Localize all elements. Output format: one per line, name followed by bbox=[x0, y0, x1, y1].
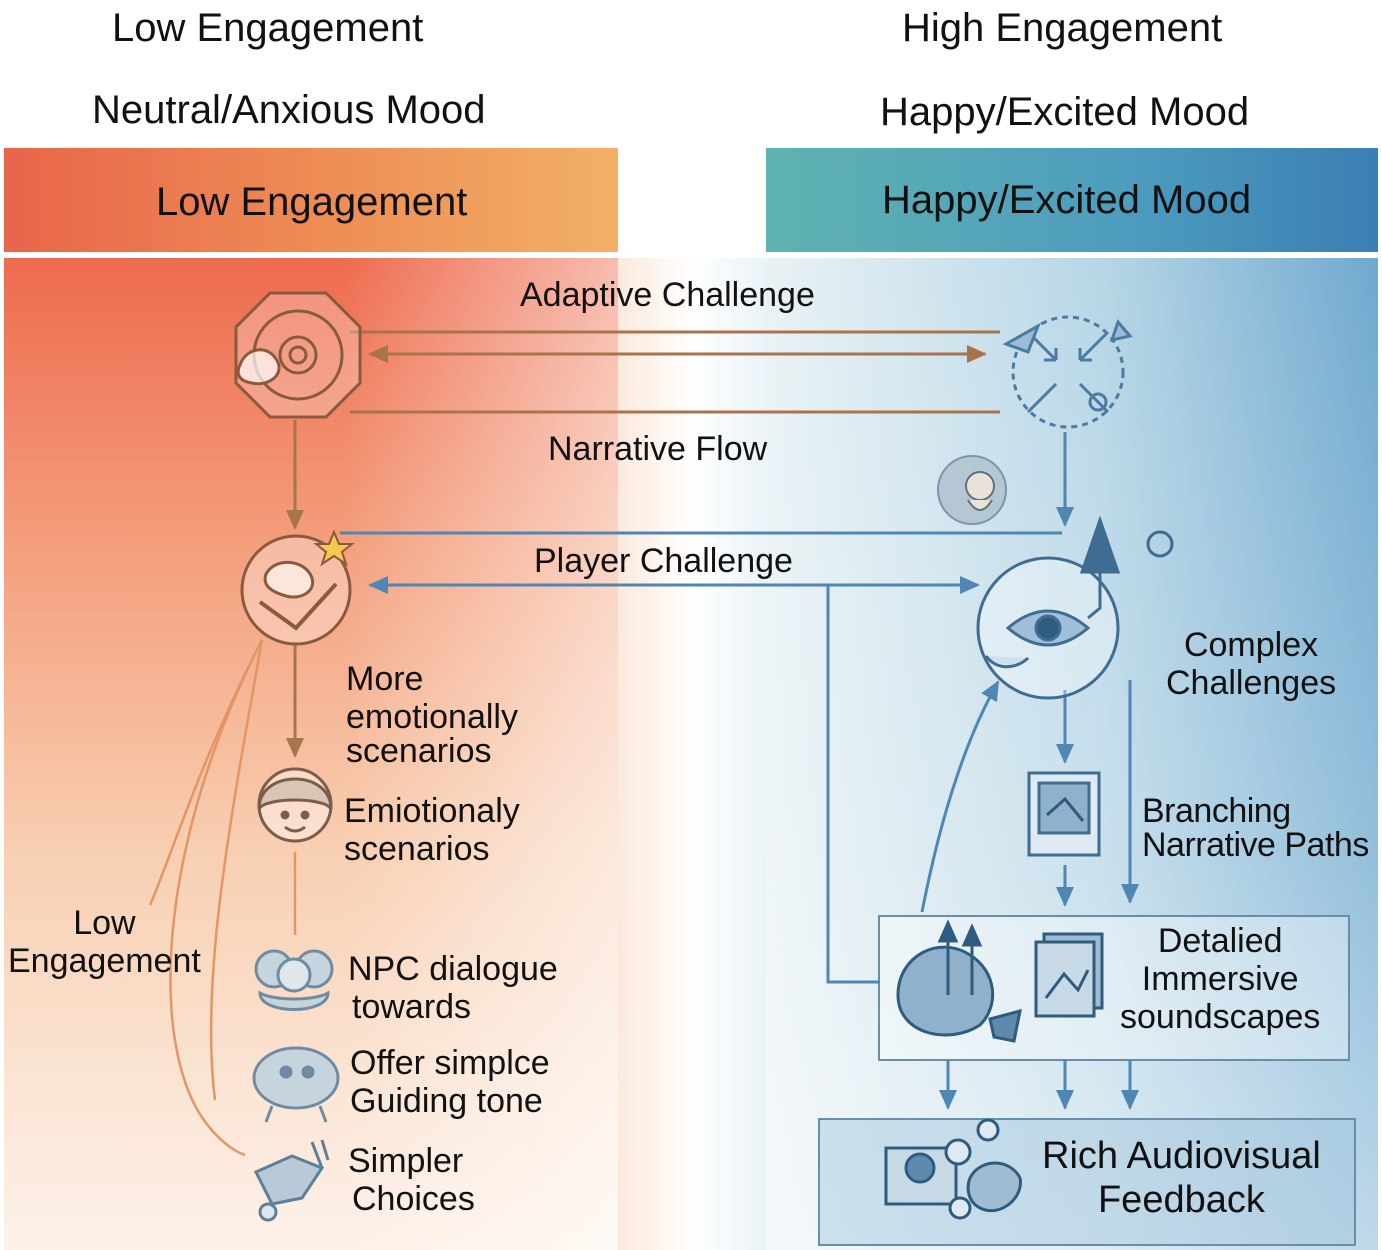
emotionaly-scenarios-label: Emiotionaly scenarios bbox=[344, 792, 520, 868]
top-label-happy-mood: Happy/Excited Mood bbox=[880, 90, 1250, 134]
immersive-line-1: Detalied bbox=[1157, 922, 1283, 960]
branching-line-1: Branching bbox=[1142, 792, 1291, 830]
right-vertical-flow bbox=[340, 432, 1074, 535]
rich-feedback-line-2: Feedback bbox=[1097, 1179, 1265, 1221]
player-challenge-label: Player Challenge bbox=[534, 542, 793, 580]
rich-feedback-label: Rich Audiovisual Feedback bbox=[1042, 1134, 1321, 1222]
immersive-line-2: Immersive bbox=[1141, 960, 1299, 998]
npc-dialogue-line-2: towards bbox=[352, 988, 472, 1026]
offer-simple-label: Offer simplce Guiding tone bbox=[350, 1044, 550, 1120]
side-label-line-2: Engagement bbox=[8, 942, 201, 980]
more-emotionally-label: More emotionally scenarios bbox=[346, 660, 518, 770]
choice-figure-icon bbox=[253, 1139, 330, 1222]
top-label-high-engagement: High Engagement bbox=[902, 6, 1223, 50]
branch-document-icon bbox=[1027, 771, 1101, 857]
target-octagon-icon bbox=[234, 291, 362, 419]
simpler-choices-line-2: Choices bbox=[352, 1180, 475, 1218]
guiding-creature-icon bbox=[252, 1046, 340, 1123]
left-header-band bbox=[4, 148, 618, 252]
right-panel-header: Happy/Excited Mood bbox=[882, 178, 1252, 222]
player-challenge-arrow bbox=[368, 576, 980, 984]
right-header-band bbox=[766, 148, 1378, 252]
emotionaly-line-2: scenarios bbox=[344, 830, 490, 868]
middle-gap bbox=[618, 258, 766, 1250]
complex-challenges-label: Complex Challenges bbox=[1166, 626, 1336, 702]
low-engagement-curves bbox=[148, 639, 264, 1157]
emotionaly-line-1: Emiotionaly bbox=[344, 792, 520, 830]
more-emotionally-line-3: scenarios bbox=[346, 732, 492, 770]
complex-line-2: Challenges bbox=[1166, 664, 1337, 702]
simpler-choices-label: Simpler Choices bbox=[348, 1142, 475, 1218]
crossed-arrows-icon bbox=[1002, 315, 1133, 429]
immersive-soundscapes-label: Detalied Immersive soundscapes bbox=[1120, 922, 1320, 1036]
right-column-arrows bbox=[920, 680, 1139, 1110]
immersive-line-3: soundscapes bbox=[1120, 998, 1321, 1036]
adaptive-challenge-arrows bbox=[350, 330, 1000, 414]
offer-simple-line-1: Offer simplce bbox=[350, 1044, 550, 1082]
landscape-arrows-icon bbox=[896, 919, 1022, 1043]
side-label-line-1: Low bbox=[73, 904, 136, 942]
eye-arrow-icon bbox=[976, 515, 1174, 700]
offer-simple-line-2: Guiding tone bbox=[350, 1082, 543, 1120]
left-panel-header: Low Engagement bbox=[156, 180, 468, 224]
more-emotionally-line-2: emotionally bbox=[346, 698, 518, 736]
audiovisual-scene-icon bbox=[884, 1118, 1022, 1220]
npc-figure-icon bbox=[254, 949, 334, 1011]
npc-dialogue-label: NPC dialogue towards bbox=[348, 950, 558, 1026]
top-label-neutral-mood: Neutral/Anxious Mood bbox=[92, 88, 486, 132]
simpler-choices-line-1: Simpler bbox=[348, 1142, 464, 1180]
complex-line-1: Complex bbox=[1183, 626, 1319, 664]
top-label-low-engagement: Low Engagement bbox=[112, 6, 424, 50]
character-avatar-icon bbox=[937, 455, 1007, 525]
sound-pages-icon bbox=[1034, 932, 1104, 1018]
more-emotionally-line-1: More bbox=[346, 660, 424, 698]
narrative-flow-label: Narrative Flow bbox=[548, 430, 768, 468]
star-shield-icon bbox=[240, 529, 355, 646]
girl-face-icon bbox=[257, 767, 333, 843]
low-engagement-side-label: Low Engagement bbox=[8, 904, 201, 980]
branching-line-2: Narrative Paths bbox=[1142, 826, 1369, 864]
branching-paths-label: Branching Narrative Paths bbox=[1142, 792, 1369, 864]
adaptive-challenge-label: Adaptive Challenge bbox=[520, 276, 815, 314]
npc-dialogue-line-1: NPC dialogue bbox=[348, 950, 558, 988]
rich-feedback-line-1: Rich Audiovisual bbox=[1042, 1135, 1321, 1177]
